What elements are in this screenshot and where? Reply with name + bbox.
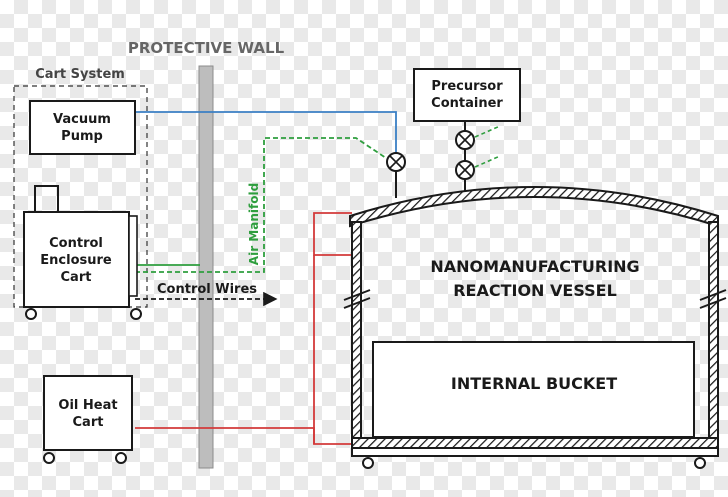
control-cart-wheel-left — [25, 308, 37, 320]
precursor-control-line-2 — [474, 155, 501, 168]
vessel-break-mark-left-1 — [343, 289, 371, 301]
cart-system-boundary — [13, 85, 148, 308]
protective-wall-label: PROTECTIVE WALL — [128, 39, 285, 57]
control-cart-label-line3: Cart — [61, 270, 92, 285]
oil-heat-cart-label-line2: Cart — [73, 415, 104, 430]
oil-heat-cart-box — [43, 375, 133, 451]
internal-bucket-label: INTERNAL BUCKET — [451, 374, 617, 393]
control-cart-label-line1: Control — [49, 236, 103, 251]
reaction-vessel-label-line2: REACTION VESSEL — [453, 281, 617, 300]
air-manifold-line — [135, 137, 393, 273]
vessel-floor — [351, 437, 719, 449]
cart-system-label: Cart System — [35, 67, 125, 82]
oil-cart-wheel-right — [115, 452, 127, 464]
internal-bucket-box — [372, 341, 695, 438]
vessel-right-wall — [708, 221, 719, 447]
vessel-lid — [349, 186, 719, 228]
oil-line-upper — [313, 212, 352, 256]
oil-line-lower — [135, 427, 352, 445]
vessel-base — [351, 447, 719, 457]
precursor-valve-lower-icon[interactable] — [455, 160, 475, 180]
vacuum-pump-box — [29, 100, 136, 155]
control-cart-wheel-right — [130, 308, 142, 320]
oil-heat-cart-label-line1: Oil Heat — [58, 398, 117, 413]
vessel-wheel-left — [362, 457, 374, 469]
air-manifold-label: Air Manifold — [247, 183, 261, 265]
vessel-break-mark-right-1 — [699, 289, 727, 301]
vessel-break-mark-left-2 — [343, 297, 371, 309]
vacuum-pump-label-line2: Pump — [61, 129, 103, 144]
control-cart-side-panel — [128, 215, 138, 297]
precursor-container-box — [413, 68, 521, 122]
reaction-vessel — [343, 186, 727, 469]
vessel-break-mark-right-2 — [699, 297, 727, 309]
control-wires-label: Control Wires — [157, 282, 257, 297]
control-cart-handle — [34, 185, 59, 212]
vacuum-pump-label-line1: Vacuum — [53, 112, 111, 127]
vessel-wheel-right — [694, 457, 706, 469]
vessel-left-wall — [351, 221, 362, 447]
precursor-label-line2: Container — [431, 96, 503, 111]
reaction-vessel-label-line1: NANOMANUFACTURING — [430, 257, 639, 276]
control-enclosure-cart-box — [23, 211, 130, 308]
vacuum-line — [135, 111, 397, 198]
vacuum-valve-icon[interactable] — [386, 152, 406, 172]
control-cart-label-line2: Enclosure — [40, 253, 112, 268]
protective-wall — [198, 65, 214, 469]
precursor-valve-upper-icon[interactable] — [455, 130, 475, 150]
precursor-label-line1: Precursor — [431, 79, 503, 94]
oil-cart-wheel-left — [43, 452, 55, 464]
precursor-control-line-1 — [474, 125, 501, 138]
